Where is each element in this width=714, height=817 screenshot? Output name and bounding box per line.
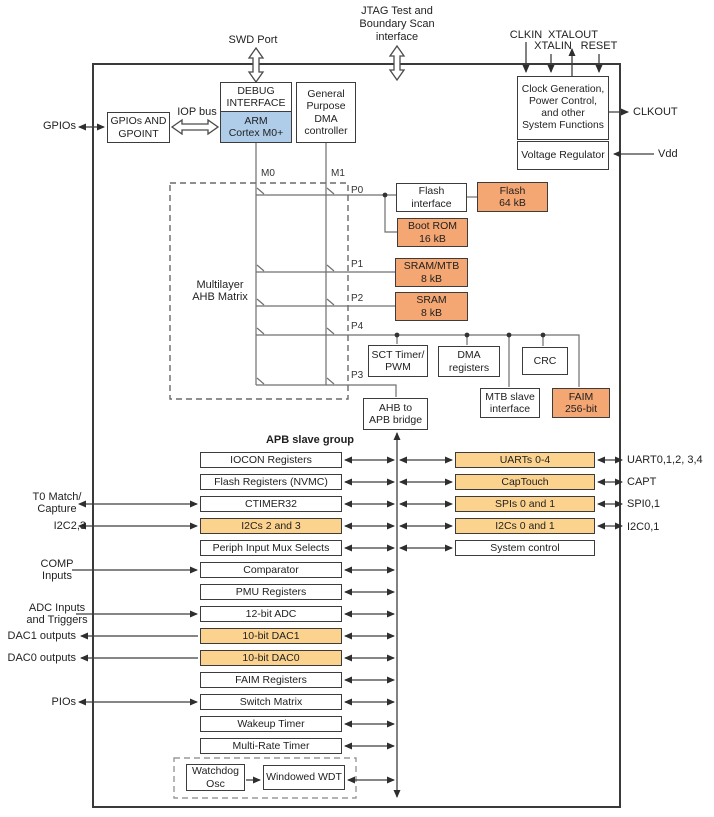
block-ahb-apb-bridge: AHB to APB bridge [363,398,428,430]
apb-block-ctimer32: CTIMER32 [200,496,342,512]
port-m0-label: M0 [261,168,275,179]
apb-slave-group-title: APB slave group [265,434,355,446]
apb-block-i2cs-2-3: I2Cs 2 and 3 [200,518,342,534]
block-sram: SRAM 8 kB [395,292,468,321]
block-dma-registers: DMA registers [438,346,500,377]
block-debug-interface: DEBUG INTERFACE [220,82,292,112]
chip-border [92,63,621,808]
spi-pins-label: SPI0,1 [627,498,661,510]
comp-inputs-pin-label: COMP Inputs [40,558,74,582]
apb-block-10bit-dac0: 10-bit DAC0 [200,650,342,666]
port-p1-label: P1 [351,259,364,270]
apb-block-captouch: CapTouch [455,474,595,490]
gpios-pin-label: GPIOs [42,120,76,132]
swd-port-label: SWD Port [228,34,278,46]
block-crc: CRC [522,347,568,375]
xtalin-pin-label: XTALIN [534,40,572,52]
signal-arrows-group [72,42,654,798]
apb-block-flash-registers: Flash Registers (NVMC) [200,474,342,490]
port-p2-label: P2 [351,293,364,304]
block-sct-timer-pwm: SCT Timer/ PWM [368,345,428,377]
port-p3-label: P3 [351,370,364,381]
i2c0-1-pins-label: I2C0,1 [627,521,660,533]
xtalout-pin-label: XTALOUT [548,29,598,41]
apb-block-10bit-dac1: 10-bit DAC1 [200,628,342,644]
adc-inputs-pin-label: ADC Inputs and Triggers [26,602,88,626]
apb-block-comparator: Comparator [200,562,342,578]
jtag-interface-label: JTAG Test and Boundary Scan interface [359,5,435,43]
i2c2-3-pin-label: I2C2,3 [53,520,86,532]
pios-pin-label: PIOs [51,696,76,708]
block-watchdog-osc: Watchdog Osc [186,764,245,791]
apb-block-periph-input-mux: Periph Input Mux Selects [200,540,342,556]
apb-block-i2cs-0-1: I2Cs 0 and 1 [455,518,595,534]
apb-block-wakeup-timer: Wakeup Timer [200,716,342,732]
block-mtb-slave-interface: MTB slave interface [480,388,540,418]
t0-match-capture-pin-label: T0 Match/ Capture [32,491,82,515]
block-gp-dma-controller: General Purpose DMA controller [296,82,356,143]
vdd-pin-label: Vdd [658,148,678,160]
block-flash-64kb: Flash 64 kB [477,182,548,212]
dac0-outputs-pin-label: DAC0 outputs [7,652,76,664]
uart-pins-label: UART0,1,2, 3,4 [627,454,703,466]
port-p4-label: P4 [351,321,364,332]
apb-block-multi-rate-timer: Multi-Rate Timer [200,738,342,754]
ahb-matrix-label: Multilayer AHB Matrix [192,279,248,303]
apb-block-pmu-registers: PMU Registers [200,584,342,600]
clkin-pin-label: CLKIN [509,29,543,41]
port-p0-label: P0 [351,185,364,196]
block-windowed-wdt: Windowed WDT [263,765,345,790]
block-sram-mtb: SRAM/MTB 8 kB [395,258,468,287]
block-arm-cortex-m0plus: ARM Cortex M0+ [220,111,292,143]
apb-block-switch-matrix: Switch Matrix [200,694,342,710]
reset-pin-label: RESET [580,40,618,52]
block-voltage-regulator: Voltage Regulator [517,141,609,170]
capt-pin-label: CAPT [627,476,657,488]
block-boot-rom: Boot ROM 16 kB [397,218,468,247]
jtag-double-arrow-icon [388,44,406,82]
block-flash-interface: Flash interface [396,183,467,212]
junction-dots-group [382,192,546,338]
apb-block-uarts-0-4: UARTs 0-4 [455,452,595,468]
block-faim-256bit: FAIM 256-bit [552,388,610,418]
apb-block-12bit-adc: 12-bit ADC [200,606,342,622]
apb-block-iocon-registers: IOCON Registers [200,452,342,468]
apb-block-faim-registers: FAIM Registers [200,672,342,688]
apb-block-system-control: System control [455,540,595,556]
matrix-wires-group [255,143,580,397]
clkout-pin-label: CLKOUT [633,106,678,118]
iop-bus-double-arrow-icon [170,118,220,136]
ahb-matrix-dashed-outline [169,182,349,400]
apb-block-spis-0-1: SPIs 0 and 1 [455,496,595,512]
iop-bus-label: IOP bus [177,106,217,118]
block-gpio-gpoint: GPIOs AND GPOINT [107,112,170,143]
block-clock-generation: Clock Generation, Power Control, and oth… [517,76,609,140]
dac1-outputs-pin-label: DAC1 outputs [7,630,76,642]
port-m1-label: M1 [331,168,345,179]
